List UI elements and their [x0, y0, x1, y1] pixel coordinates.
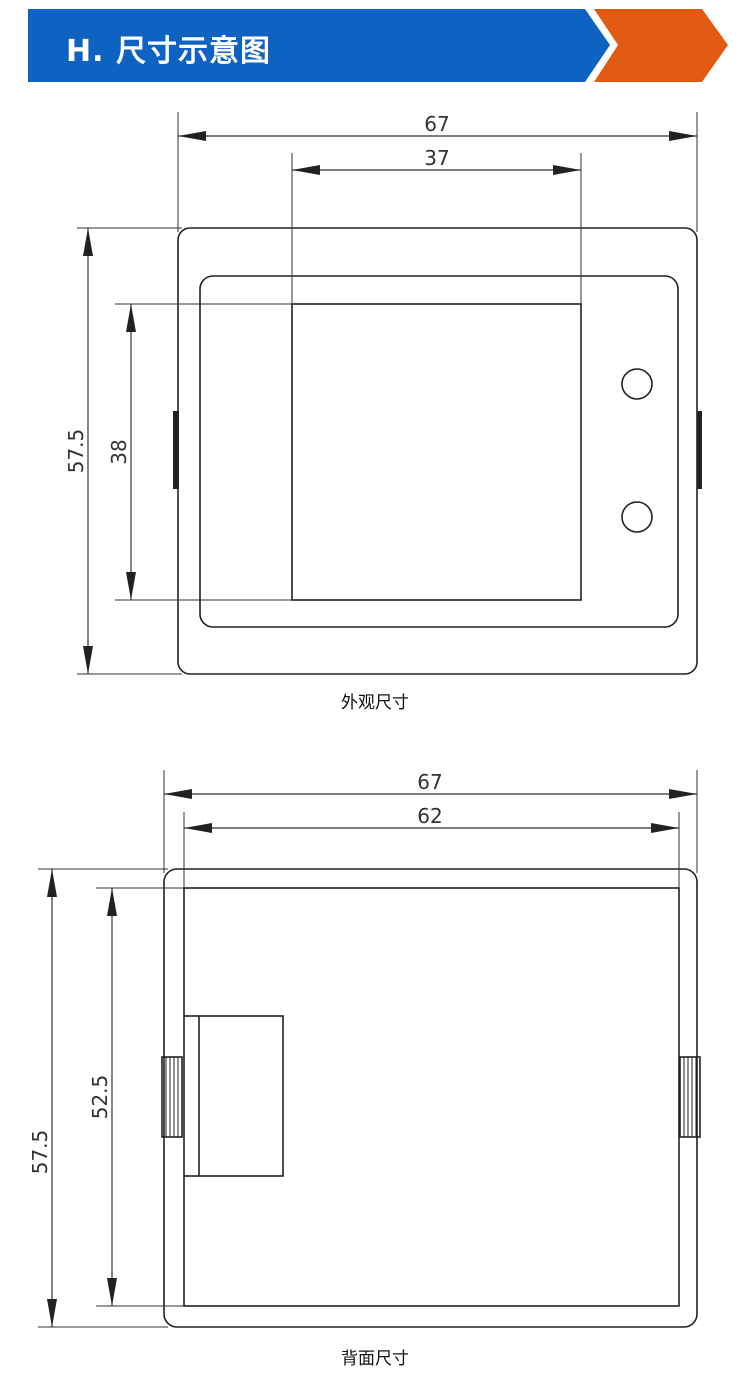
section-title: H. 尺寸示意图	[66, 34, 271, 69]
front-right-clip	[697, 411, 702, 489]
front-view-caption: 外观尺寸	[341, 693, 409, 713]
back-inner-width-label: 62	[417, 804, 442, 828]
banner-shape	[28, 9, 728, 82]
banner-orange-chevron	[594, 9, 728, 82]
front-width-label: 67	[424, 112, 449, 136]
back-width-label: 67	[417, 770, 442, 794]
section-header-banner: H. 尺寸示意图	[0, 0, 750, 95]
front-screen	[291, 303, 582, 601]
front-screen-height-label: 38	[107, 439, 131, 464]
back-inner-panel	[183, 887, 680, 1307]
front-height-label: 57.5	[64, 429, 88, 474]
front-outer-casing	[177, 227, 698, 675]
front-bezel	[199, 275, 679, 628]
back-height-label: 57.5	[28, 1130, 52, 1175]
back-right-clip	[679, 1056, 701, 1138]
banner-blue-band	[28, 9, 610, 82]
back-view-caption: 背面尺寸	[341, 1349, 409, 1369]
front-button-bottom	[621, 501, 653, 533]
back-connector-block	[198, 1015, 284, 1177]
back-left-clip	[161, 1056, 183, 1138]
front-view-drawing: 67 37 57.5 38	[64, 112, 702, 675]
front-screen-width-label: 37	[424, 146, 449, 170]
front-left-clip	[173, 411, 179, 489]
front-button-top	[621, 368, 653, 400]
back-outer-casing	[163, 868, 698, 1328]
back-inner-height-label: 52.5	[88, 1075, 112, 1120]
back-view-drawing: 67 62 57.5 52.5	[28, 770, 701, 1328]
